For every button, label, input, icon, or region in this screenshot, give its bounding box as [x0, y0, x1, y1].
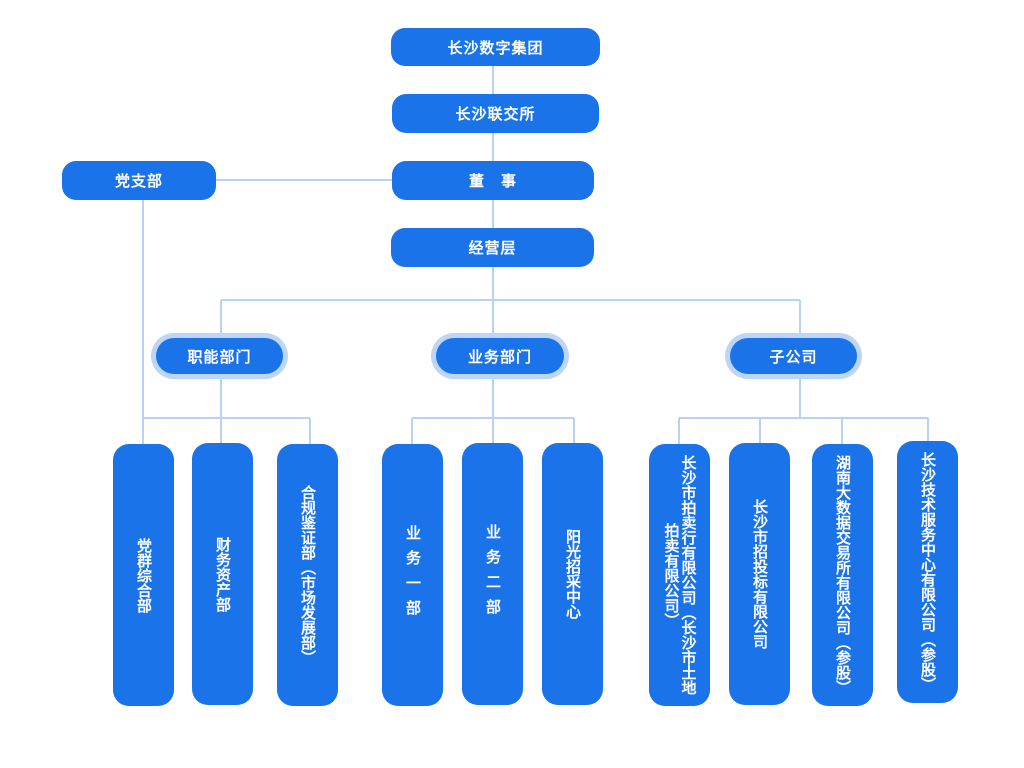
node-party: 党支部	[62, 161, 216, 200]
node-board: 董 事	[392, 161, 594, 200]
leaf-business-dept-1: 业务一部	[382, 444, 443, 706]
node-subsidiaries: 子公司	[730, 338, 857, 374]
leaf-procurement-center: 阳光招采中心	[542, 443, 603, 705]
leaf-bigdata-exchange: 湖南大数据交易所有限公司（参股）	[812, 444, 873, 706]
leaf-business-dept-2: 业务二部	[462, 443, 523, 705]
leaf-auction-company: 长沙市拍卖行有限公司（长沙市土地拍卖有限公司）	[649, 444, 710, 706]
node-exchange: 长沙联交所	[392, 94, 599, 133]
node-business-departments: 业务部门	[436, 338, 564, 374]
leaf-compliance-dept: 合规鉴证部（市场发展部）	[277, 444, 338, 706]
node-functional-departments: 职能部门	[156, 338, 283, 374]
leaf-party-affairs-dept: 党群综合部	[113, 444, 174, 706]
node-management: 经营层	[391, 228, 594, 267]
node-root: 长沙数字集团	[391, 28, 600, 66]
leaf-tech-service-center: 长沙技术服务中心有限公司（参股）	[897, 441, 958, 703]
leaf-bidding-company: 长沙市招投标有限公司	[729, 443, 790, 705]
leaf-finance-dept: 财务资产部	[192, 443, 253, 705]
